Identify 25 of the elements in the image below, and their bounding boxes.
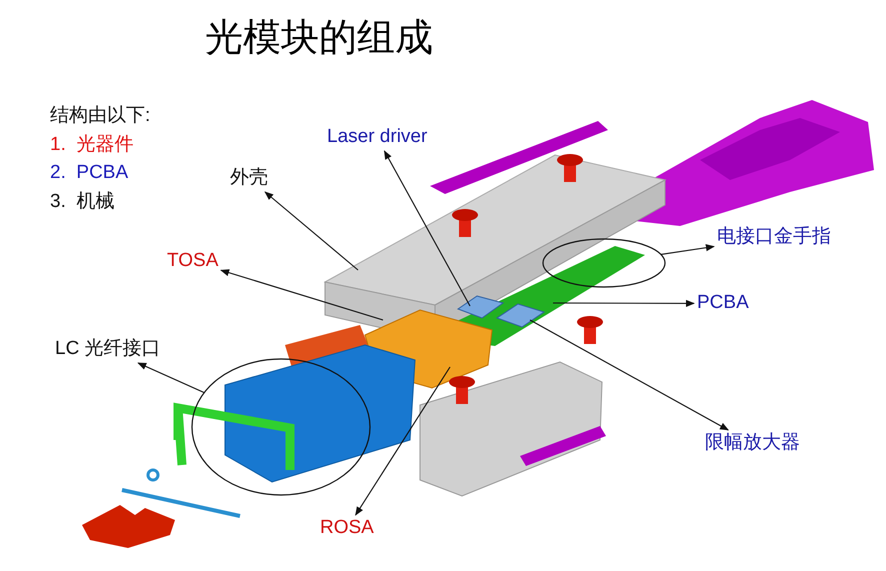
leader-arrow xyxy=(384,150,470,306)
leader-arrow xyxy=(553,300,695,307)
leader-arrow xyxy=(264,191,358,270)
part-label: LC 光纤接口 xyxy=(55,338,161,361)
part-label: 外壳 xyxy=(230,167,268,190)
part-label: Laser driver xyxy=(327,126,428,149)
list-text: 1. 光器件 xyxy=(50,134,134,157)
list-text: 结构由以下: xyxy=(50,105,150,128)
chip-box xyxy=(456,295,504,319)
list-text: 2. PCBA xyxy=(50,162,128,185)
list-text: 3. 机械 xyxy=(50,191,114,214)
page-title: 光模块的组成 xyxy=(205,16,433,61)
highlight-ellipse xyxy=(191,358,371,496)
part-label: 限幅放大器 xyxy=(705,432,800,455)
leader-arrow xyxy=(220,269,384,321)
leader-arrow xyxy=(530,320,729,430)
leader-arrow xyxy=(660,244,715,255)
leader-arrow xyxy=(137,362,204,394)
highlight-ellipse xyxy=(542,238,666,288)
leader-arrow xyxy=(355,366,450,516)
chip-box xyxy=(496,303,546,328)
part-label: ROSA xyxy=(320,517,374,540)
part-label: TOSA xyxy=(167,250,218,273)
part-label: PCBA xyxy=(697,292,749,315)
part-label: 电接口金手指 xyxy=(717,226,831,249)
